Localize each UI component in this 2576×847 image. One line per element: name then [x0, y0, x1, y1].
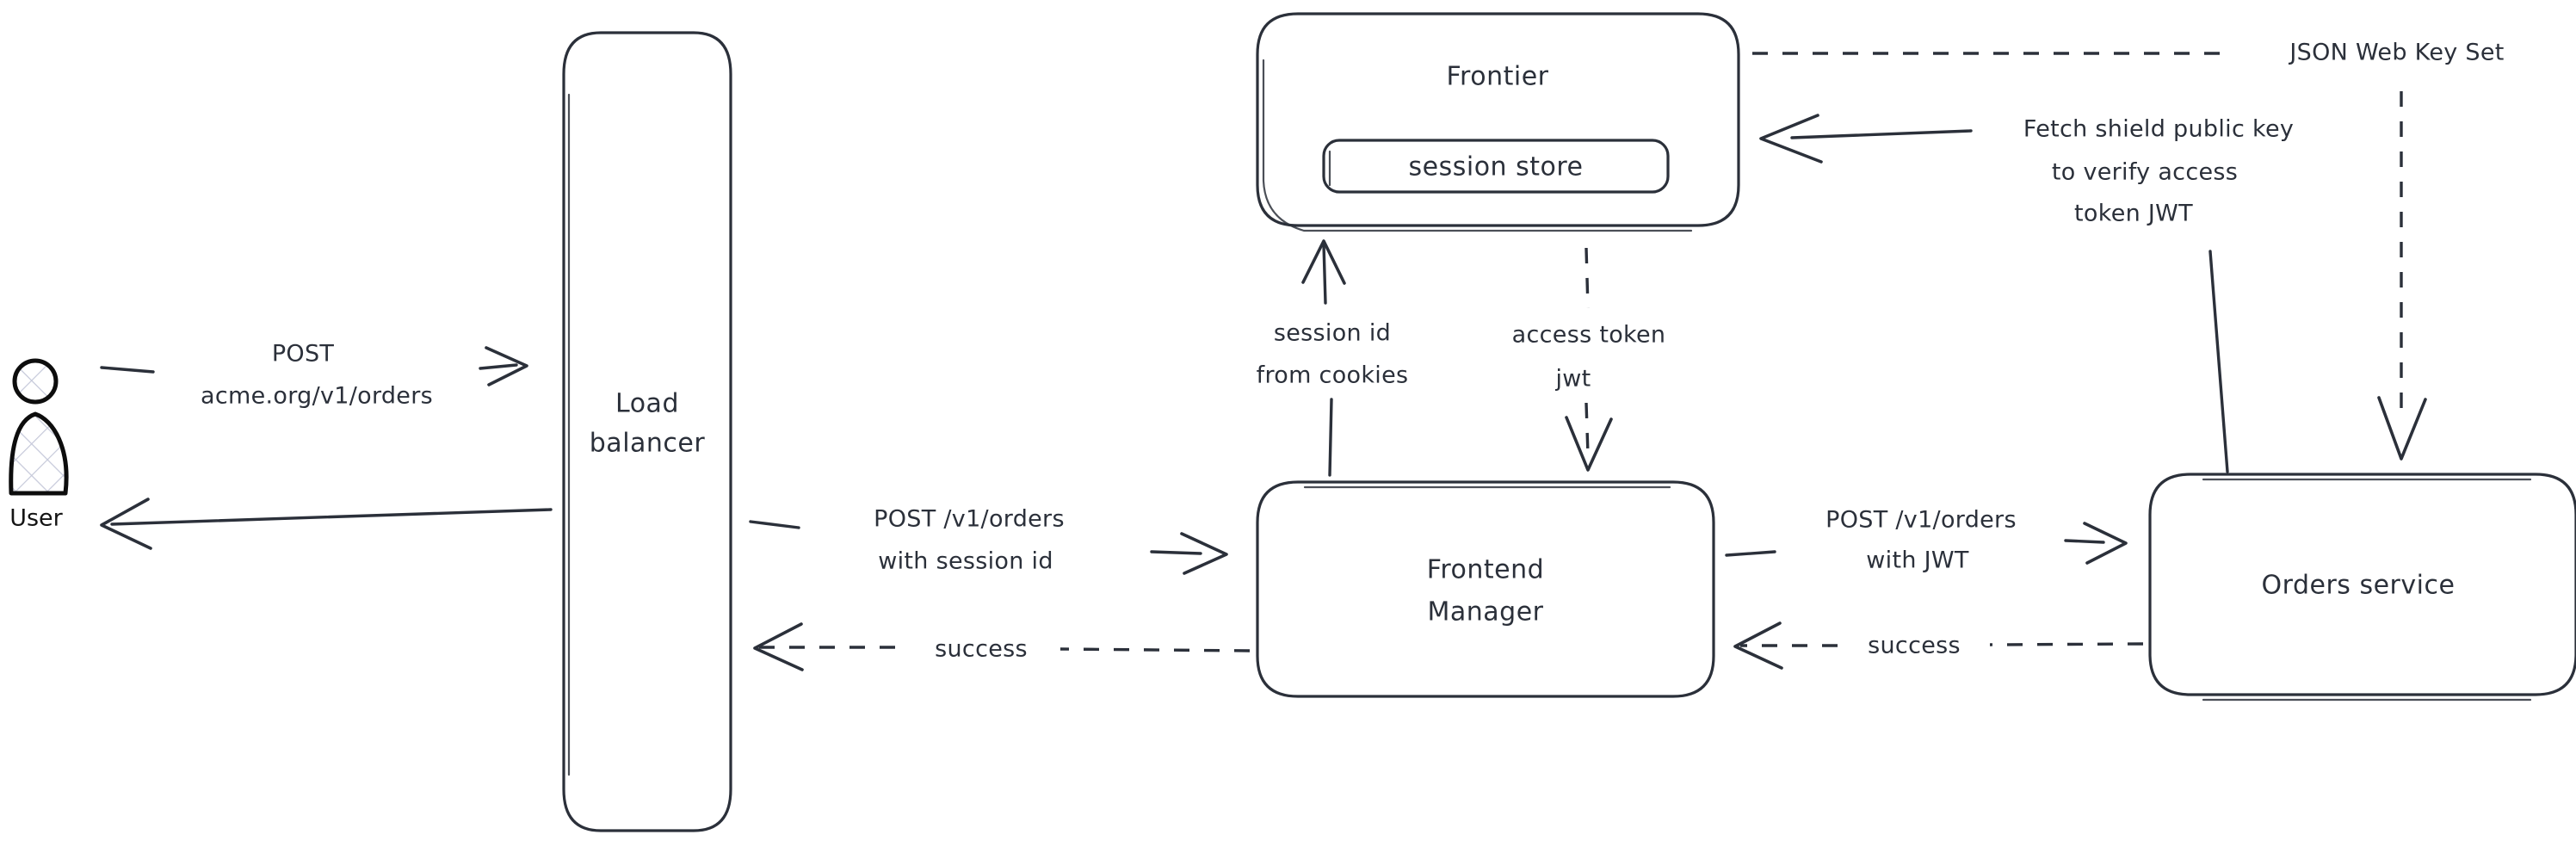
edge-fm-to-orders-service[interactable]: POST /v1/orders with JWT [1725, 507, 2128, 574]
node-orders-service[interactable]: Orders service [2148, 473, 2576, 702]
edge-frontier-to-fm-label-line1: access token [1512, 322, 1666, 349]
edge-fm-to-frontier-label-line1: session id [1274, 320, 1391, 347]
edge-user-to-lb-label-line2: acme.org/v1/orders [201, 383, 433, 410]
edge-fm-to-lb-success[interactable]: success [753, 622, 1251, 671]
edge-fm-to-lb-success-arrowhead-icon [753, 622, 804, 671]
edge-lb-to-fm-line-head [749, 520, 800, 529]
orders-service-label: Orders service [2262, 571, 2456, 601]
edge-fm-to-frontier-line-upper [1322, 243, 1327, 305]
load-balancer-label-line2: balancer [590, 429, 706, 459]
edge-user-to-lb-arrowhead-icon [485, 346, 528, 386]
edge-fm-to-orders-line-head [1725, 550, 1776, 557]
edge-jwks-arrowhead-icon [2377, 396, 2427, 461]
user-label: User [9, 505, 63, 532]
edge-fm-to-orders-arrowhead-icon [2083, 522, 2128, 565]
node-frontend-manager[interactable]: Frontend Manager [1256, 480, 1715, 698]
edge-lb-to-user-line [110, 508, 553, 526]
frontier-label: Frontier [1446, 62, 1548, 92]
edge-frontier-to-fm-line-upper [1585, 247, 1590, 309]
edge-orders-to-fm-success-label: success [1868, 633, 1961, 659]
edge-orders-to-frontier-fetch-key[interactable]: Fetch shield public key to verify access… [1759, 114, 2294, 473]
edge-orders-to-fm-success[interactable]: success [1733, 621, 2144, 670]
edge-fm-to-lb-success-line-right [1059, 647, 1251, 652]
user-head-icon [12, 358, 59, 405]
node-frontier[interactable]: Frontier session store [1256, 12, 1740, 232]
edge-orders-to-fm-success-line-right [1989, 642, 2144, 646]
edge-fm-to-orders-label-line2: with JWT [1866, 547, 1969, 574]
edge-orders-to-frontier-label-line1: Fetch shield public key [2023, 116, 2294, 143]
edge-orders-to-frontier-line-horizontal [1790, 129, 1973, 139]
frontend-manager-box [1256, 480, 1715, 698]
edge-orders-to-fm-success-arrowhead-icon [1733, 621, 1783, 670]
edge-jwks-label: JSON Web Key Set [2288, 40, 2504, 66]
edge-lb-to-fm-line-tail [1150, 550, 1202, 555]
edge-frontier-to-fm-line-lower [1585, 402, 1590, 455]
edge-lb-to-user-arrowhead-icon [100, 498, 152, 550]
edge-lb-to-fm-arrowhead-icon [1180, 532, 1228, 575]
edge-user-to-load-balancer[interactable]: POST acme.org/v1/orders [100, 341, 528, 410]
edge-orders-to-frontier-arrowhead-icon [1759, 114, 1823, 164]
orders-service-box [2148, 473, 2576, 696]
load-balancer-label-line1: Load [615, 389, 679, 419]
edge-user-to-lb-line [100, 366, 155, 374]
edge-fm-to-frontier-label-line2: from cookies [1257, 362, 1409, 389]
edge-frontier-to-fm-access-token[interactable]: access token jwt [1512, 247, 1666, 472]
edge-lb-to-fm-label-line1: POST /v1/orders [874, 506, 1065, 533]
user-body-icon [9, 411, 69, 496]
edge-frontier-to-orders-jwks[interactable]: JSON Web Key Set [1752, 40, 2505, 461]
edge-fm-to-frontier-session-id[interactable]: session id from cookies [1257, 239, 1409, 477]
frontier-box [1256, 12, 1740, 227]
edge-orders-to-frontier-curve [2208, 250, 2229, 473]
edge-fm-to-orders-line-tail [2064, 539, 2105, 544]
edge-lb-to-fm-label-line2: with session id [878, 548, 1053, 575]
edge-fm-to-frontier-line-lower [1328, 398, 1333, 477]
edge-frontier-to-fm-arrowhead-icon [1565, 416, 1613, 472]
session-store-label: session store [1409, 152, 1584, 182]
edge-user-to-lb-label-line1: POST [272, 341, 335, 368]
edge-fm-to-frontier-arrowhead-icon [1301, 239, 1346, 285]
edge-orders-to-frontier-label-line2: to verify access [2052, 159, 2238, 186]
load-balancer-box [562, 31, 732, 832]
node-load-balancer[interactable]: Load balancer [562, 31, 732, 832]
session-store-box [1322, 139, 1670, 194]
frontend-manager-label-line2: Manager [1428, 597, 1544, 628]
edge-lb-to-frontend-manager[interactable]: POST /v1/orders with session id [749, 506, 1228, 575]
edge-fm-to-lb-success-label: success [935, 636, 1028, 663]
edge-fm-to-orders-label-line1: POST /v1/orders [1825, 507, 2017, 534]
node-session-store[interactable]: session store [1322, 139, 1670, 194]
frontier-box-sketch-edge [1262, 59, 1693, 232]
edge-user-to-lb-line-tail [479, 363, 518, 370]
edge-frontier-to-fm-label-line2: jwt [1554, 366, 1591, 393]
frontend-manager-label-line1: Frontend [1427, 555, 1544, 585]
edge-load-balancer-to-user[interactable] [100, 498, 553, 550]
node-user[interactable]: User [9, 358, 69, 532]
orders-service-box-sketch-edge [2202, 478, 2532, 702]
edge-orders-to-frontier-label-line3: token JWT [2074, 201, 2193, 227]
